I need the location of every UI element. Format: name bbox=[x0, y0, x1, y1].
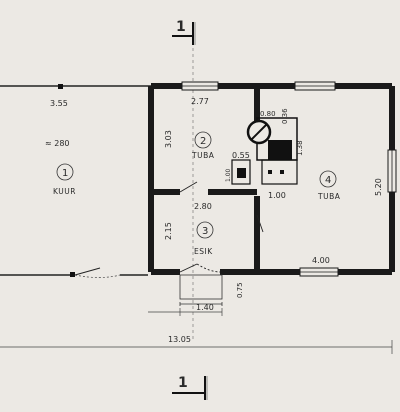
section-marker-top: 1 bbox=[172, 19, 196, 45]
room-4-name: TUBA bbox=[317, 192, 341, 201]
dim-room3-width: 2.80 bbox=[194, 202, 212, 211]
dim-room4-window: 4.00 bbox=[312, 256, 330, 265]
dim-porch-width: 1.40 bbox=[196, 303, 214, 312]
doors bbox=[179, 181, 264, 273]
building-walls bbox=[148, 83, 395, 275]
dim-stove-small: 0.55 bbox=[232, 151, 250, 160]
dim-total-length: 13.05 bbox=[168, 335, 191, 344]
overall-dimension bbox=[0, 308, 393, 354]
dim-stove-side: 1.38 bbox=[296, 140, 304, 156]
section-marker-bottom: 1 bbox=[172, 375, 208, 400]
section-label-top: 1 bbox=[176, 19, 186, 35]
dim-stove-top: 0.80 bbox=[260, 110, 276, 118]
room-1-number: 1 bbox=[62, 168, 68, 179]
dim-room2-height: 3.03 bbox=[164, 130, 173, 148]
dim-kuur-height: ≈ 280 bbox=[45, 139, 70, 148]
room-2-number: 2 bbox=[200, 136, 206, 147]
dim-room4-height: 5.20 bbox=[374, 178, 383, 196]
room-4-marker: 4 TUBA bbox=[317, 170, 341, 201]
room-kuur-outline bbox=[0, 84, 152, 278]
room-1-name: KUUR bbox=[53, 187, 76, 196]
dim-room3-height: 2.15 bbox=[164, 222, 173, 240]
dim-stove-base: 1.00 bbox=[268, 191, 286, 200]
room-1-marker: 1 KUUR bbox=[53, 163, 76, 196]
section-label-bottom: 1 bbox=[178, 375, 188, 391]
room-3-marker: 3 ESIK bbox=[194, 221, 214, 256]
room-3-name: ESIK bbox=[194, 247, 213, 256]
room-2-name: TUBA bbox=[191, 151, 215, 160]
dim-kuur-width: 3.55 bbox=[50, 99, 68, 108]
room-2-marker: 2 TUBA bbox=[191, 131, 215, 160]
stove-group bbox=[231, 117, 298, 185]
room-4-number: 4 bbox=[325, 175, 331, 186]
dim-stove-top-side: 0.36 bbox=[281, 108, 289, 124]
dim-stove-small-side: 1.00 bbox=[225, 168, 232, 182]
dim-room2-width: 2.77 bbox=[191, 97, 209, 106]
room-3-number: 3 bbox=[202, 226, 208, 237]
dim-porch-depth: 0.75 bbox=[236, 282, 244, 298]
porch bbox=[179, 274, 223, 306]
windows bbox=[181, 81, 397, 277]
